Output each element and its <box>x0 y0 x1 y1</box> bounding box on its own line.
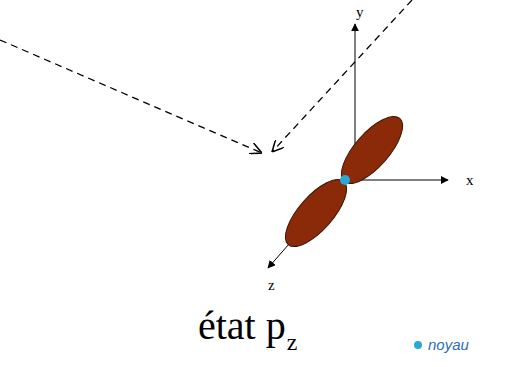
legend-text: noyau <box>428 336 469 353</box>
legend-item: noyau <box>414 336 469 353</box>
axis-label: z <box>268 278 275 293</box>
state-subscript: z <box>287 330 298 354</box>
orbital-lobe <box>275 170 356 255</box>
orbital-lobe <box>331 107 412 192</box>
pointer-arrow <box>0 40 262 153</box>
legend-swatch <box>414 341 422 349</box>
state-label: état p <box>198 306 286 346</box>
axis-label: y <box>356 5 364 20</box>
axis-label: x <box>466 173 474 188</box>
nucleus-dot <box>340 175 350 185</box>
